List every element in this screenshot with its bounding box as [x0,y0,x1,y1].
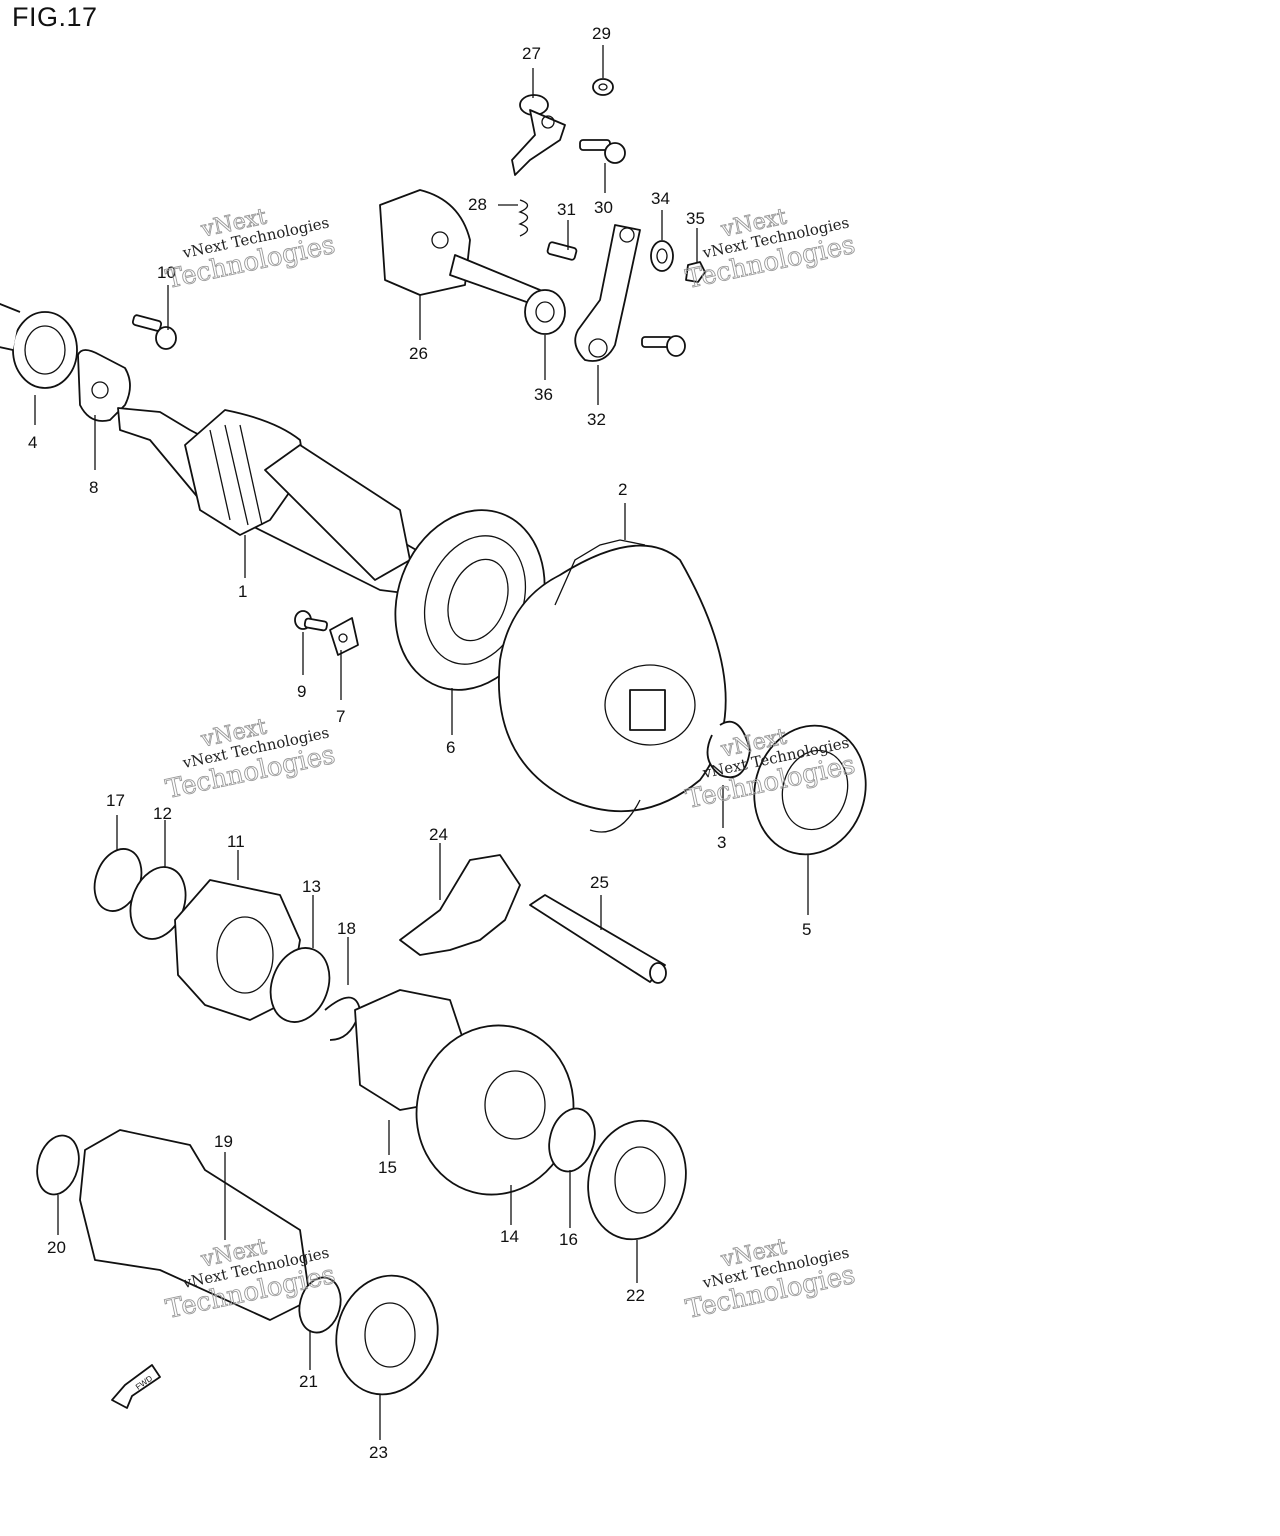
part-label-34: 34 [651,189,670,208]
part-label-14: 14 [500,1227,519,1246]
pin-31 [546,241,578,261]
washer-16 [548,1107,596,1173]
part-label-5: 5 [802,920,811,939]
retainer-plate-8 [77,349,131,422]
part-label-22: 22 [626,1286,645,1305]
part-label-13: 13 [302,877,321,896]
part-label-10: 10 [157,263,176,282]
washer-21 [298,1276,342,1334]
bolt-10 [131,314,177,350]
watermark-top-right: vNext vNext Technologies Technologies [683,204,858,295]
part-label-20: 20 [47,1238,66,1257]
gear-shift-shaft-26 [379,189,541,306]
part-label-25: 25 [590,873,609,892]
figure-title: FIG.17 [12,2,98,32]
washer-34 [650,240,674,272]
part-label-26: 26 [409,344,428,363]
part-label-35: 35 [686,209,705,228]
part-label-9: 9 [297,682,306,701]
watermark-mid-right: vNext vNext Technologies Technologies [683,724,858,815]
part-label-1: 1 [238,582,247,601]
bearing-22 [587,1119,687,1241]
lock-plate-7 [329,617,359,656]
forward-direction-arrow: FWD [111,1364,161,1409]
part-label-18: 18 [337,919,356,938]
bearing-5 [753,724,867,856]
part-label-27: 27 [522,44,541,63]
part-label-4: 4 [28,433,37,452]
part-label-8: 8 [89,478,98,497]
bolt-9 [294,610,328,632]
bolt-30 [579,139,626,164]
fork-shaft-25 [529,894,667,984]
watermark-mid-left: vNext vNext Technologies Technologies [163,714,338,805]
part-label-6: 6 [446,738,455,757]
part-number-labels: 1 2 3 4 5 6 7 8 9 10 11 12 13 14 15 16 1… [28,24,811,1462]
spring-28 [518,199,529,237]
oil-seal-36 [524,289,566,335]
bolt-near-32 [641,335,686,357]
part-label-29: 29 [592,24,611,43]
part-label-2: 2 [618,480,627,499]
part-label-32: 32 [587,410,606,429]
part-label-17: 17 [106,791,125,810]
bearing-23 [335,1274,439,1396]
circlip-3 [706,720,751,779]
part-label-36: 36 [534,385,553,404]
part-label-7: 7 [336,707,345,726]
part-label-12: 12 [153,804,172,823]
part-label-16: 16 [559,1230,578,1249]
part-label-21: 21 [299,1372,318,1391]
part-label-15: 15 [378,1158,397,1177]
shift-arm-32 [574,224,641,362]
washer-13 [269,947,331,1023]
needle-bearing-4 [0,303,78,389]
washer-20 [36,1134,80,1196]
part-label-30: 30 [594,198,613,217]
part-label-11: 11 [227,832,245,851]
part-label-31: 31 [557,200,576,219]
washer-29 [592,78,614,96]
driven-gear-2 [498,539,727,833]
leader-lines [34,45,809,1440]
part-label-19: 19 [214,1132,233,1151]
watermark-bottom-right: vNext vNext Technologies Technologies [683,1234,858,1325]
part-label-23: 23 [369,1443,388,1462]
part-label-3: 3 [717,833,726,852]
countershaft-1 [117,407,426,596]
watermark-top-left: vNext vNext Technologies Technologies [163,204,338,295]
nut-35 [685,261,706,283]
shift-fork-24 [399,854,521,956]
shift-lever-27 [511,94,566,176]
part-label-28: 28 [468,195,487,214]
part-label-24: 24 [429,825,448,844]
